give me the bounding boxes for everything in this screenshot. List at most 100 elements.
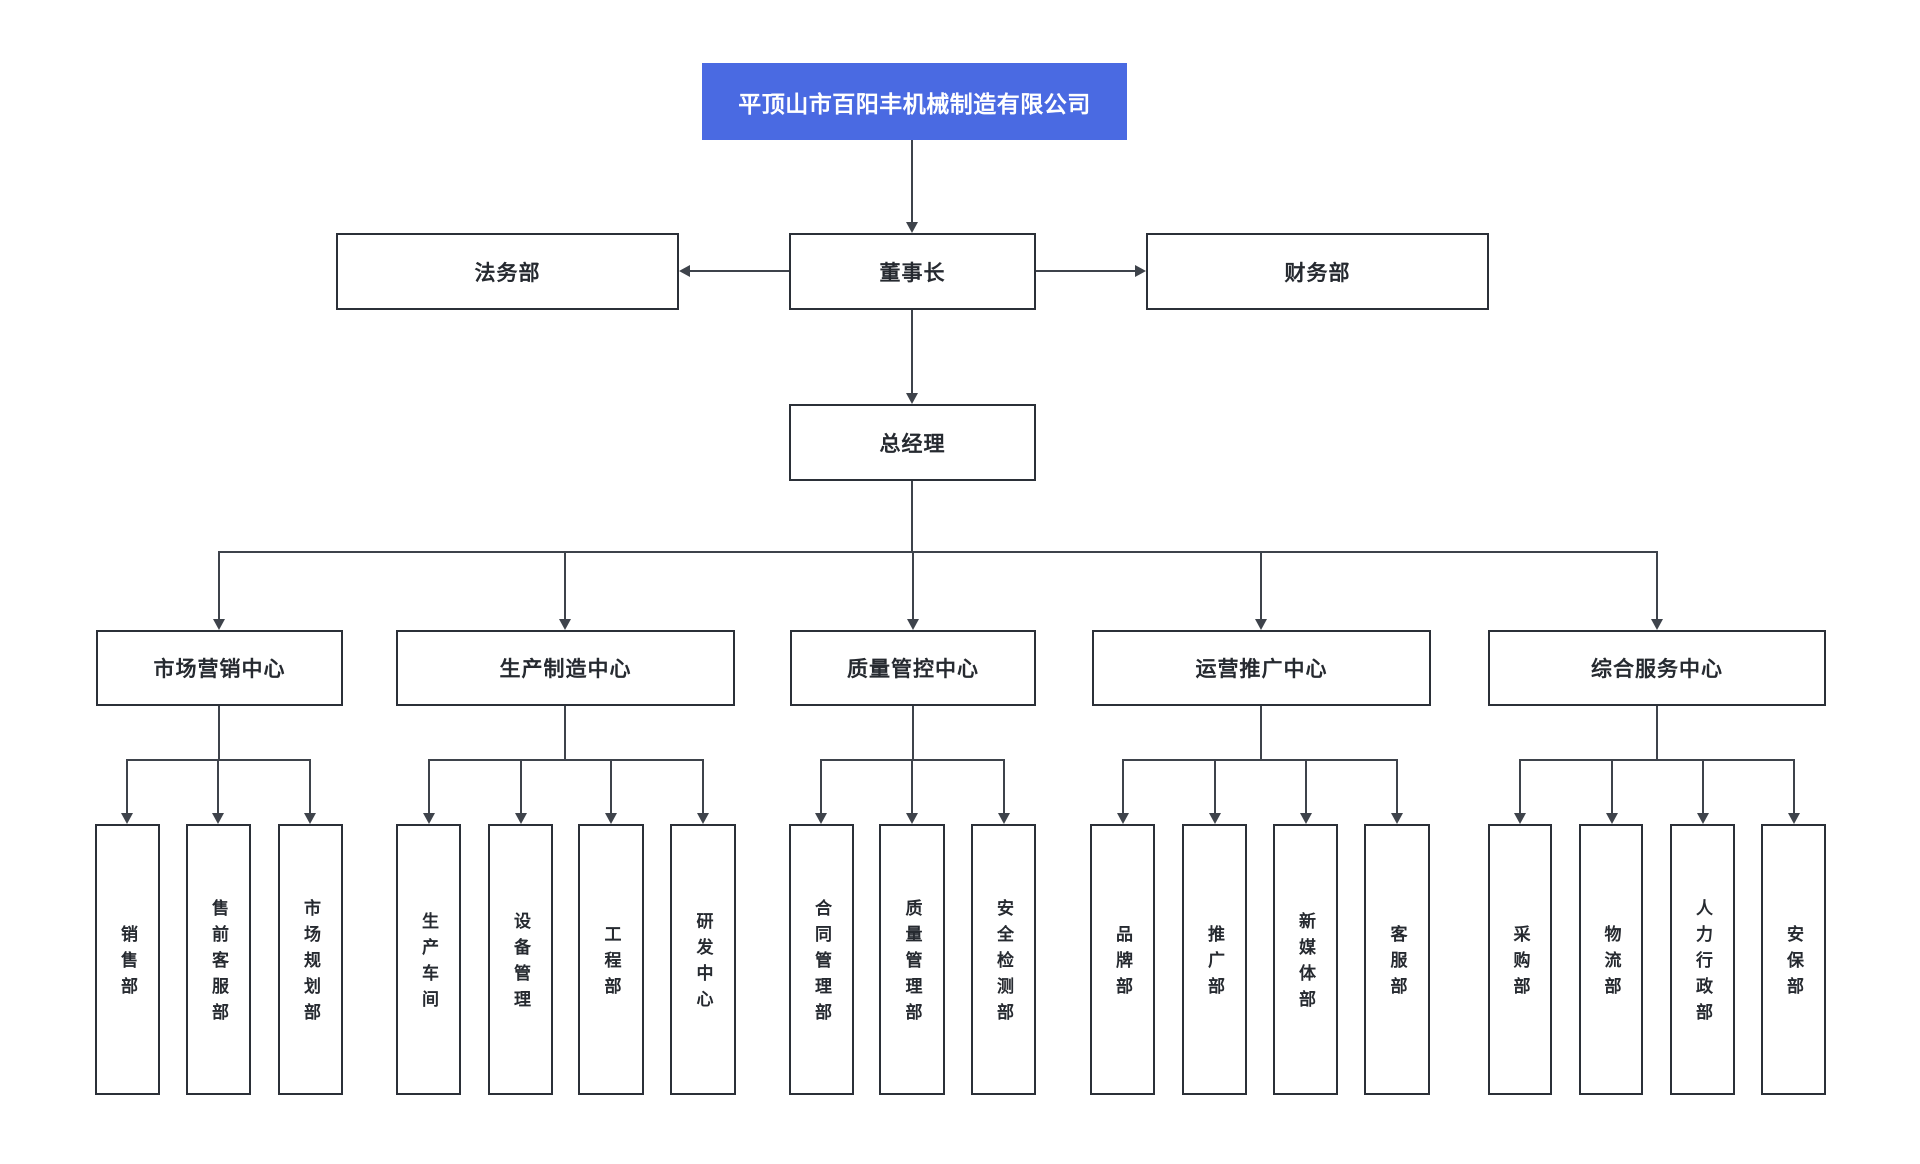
node-finance-dept-label: 财务部 — [1284, 261, 1351, 285]
connector-line — [911, 759, 913, 814]
node-dept-engineering-label: 工程部 — [601, 925, 621, 1003]
connector-line — [218, 551, 220, 619]
connector-line — [1122, 759, 1398, 761]
connector-line — [1396, 759, 1398, 814]
node-center-services-label: 综合服务中心 — [1591, 658, 1723, 681]
connector-line — [911, 481, 913, 552]
node-dept-logistics-label: 物流部 — [1601, 925, 1621, 1003]
connector-line — [564, 551, 566, 619]
connector-line — [1305, 759, 1307, 814]
node-dept-rd-center[interactable]: 研发中心 — [670, 824, 736, 1095]
node-dept-market-planning[interactable]: 市场规划部 — [278, 824, 343, 1095]
node-chairman-label: 董事长 — [879, 261, 946, 285]
connector-arrowhead-down — [559, 619, 571, 630]
connector-line — [126, 759, 311, 761]
node-dept-new-media[interactable]: 新媒体部 — [1273, 824, 1338, 1095]
node-dept-contract-management-label: 合同管理部 — [812, 899, 831, 1029]
node-dept-hr-admin[interactable]: 人力行政部 — [1670, 824, 1735, 1095]
node-dept-logistics[interactable]: 物流部 — [1579, 824, 1643, 1095]
node-dept-sales-label: 销售部 — [118, 925, 137, 1003]
node-dept-customer-service-label: 客服部 — [1387, 925, 1407, 1003]
connector-line — [217, 759, 219, 814]
connector-line — [1003, 759, 1005, 814]
node-dept-production-workshop-label: 生产车间 — [419, 912, 438, 1016]
connector-arrowhead-down — [1391, 813, 1403, 824]
connector-line — [1656, 706, 1658, 760]
connector-line — [1122, 759, 1124, 814]
connector-arrowhead-down — [906, 222, 918, 233]
connector-arrowhead-down — [1255, 619, 1267, 630]
connector-arrowhead-down — [423, 813, 435, 824]
connector-arrowhead-down — [1697, 813, 1709, 824]
connector-line — [1611, 759, 1613, 814]
node-center-production[interactable]: 生产制造中心 — [396, 630, 735, 706]
node-center-operations[interactable]: 运营推广中心 — [1092, 630, 1431, 706]
node-dept-presales-service-label: 售前客服部 — [209, 899, 228, 1029]
connector-line — [610, 759, 612, 814]
connector-arrowhead-down — [907, 619, 919, 630]
connector-arrowhead-down — [906, 393, 918, 404]
connector-line — [912, 551, 914, 619]
node-root-company-label: 平顶山市百阳丰机械制造有限公司 — [738, 90, 1091, 117]
node-center-services[interactable]: 综合服务中心 — [1488, 630, 1826, 706]
node-dept-procurement-label: 采购部 — [1510, 925, 1530, 1003]
connector-line — [218, 706, 220, 760]
node-dept-security[interactable]: 安保部 — [1761, 824, 1826, 1095]
node-legal-dept[interactable]: 法务部 — [336, 233, 679, 310]
node-dept-security-label: 安保部 — [1784, 925, 1803, 1003]
connector-line — [690, 270, 789, 272]
node-center-operations-label: 运营推广中心 — [1195, 658, 1328, 681]
connector-line — [702, 759, 704, 814]
node-dept-safety-inspection-label: 安全检测部 — [994, 899, 1013, 1029]
node-center-marketing-label: 市场营销中心 — [153, 658, 286, 681]
connector-arrowhead-right — [1135, 265, 1146, 277]
node-dept-market-planning-label: 市场规划部 — [301, 899, 320, 1029]
connector-line — [1793, 759, 1795, 814]
node-dept-customer-service[interactable]: 客服部 — [1364, 824, 1430, 1095]
node-dept-production-workshop[interactable]: 生产车间 — [396, 824, 461, 1095]
node-legal-dept-label: 法务部 — [474, 261, 541, 285]
node-dept-procurement[interactable]: 采购部 — [1488, 824, 1552, 1095]
connector-line — [309, 759, 311, 814]
node-root-company[interactable]: 平顶山市百阳丰机械制造有限公司 — [702, 63, 1127, 140]
node-center-marketing[interactable]: 市场营销中心 — [96, 630, 343, 706]
node-dept-equipment-management[interactable]: 设备管理 — [488, 824, 553, 1095]
connector-arrowhead-down — [213, 619, 225, 630]
connector-arrowhead-down — [1300, 813, 1312, 824]
connector-arrowhead-left — [679, 265, 690, 277]
connector-line — [1702, 759, 1704, 814]
node-center-quality[interactable]: 质量管控中心 — [790, 630, 1036, 706]
connector-line — [1260, 551, 1262, 619]
node-dept-engineering[interactable]: 工程部 — [578, 824, 644, 1095]
node-dept-rd-center-label: 研发中心 — [693, 912, 713, 1016]
connector-line — [126, 759, 128, 814]
connector-line — [1036, 270, 1135, 272]
connector-arrowhead-down — [697, 813, 709, 824]
connector-line — [520, 759, 522, 814]
node-general-manager[interactable]: 总经理 — [789, 404, 1036, 481]
node-chairman[interactable]: 董事长 — [789, 233, 1036, 310]
node-dept-promotion[interactable]: 推广部 — [1182, 824, 1247, 1095]
connector-line — [912, 706, 914, 760]
node-dept-equipment-management-label: 设备管理 — [511, 912, 530, 1016]
node-dept-quality-management[interactable]: 质量管理部 — [879, 824, 945, 1095]
connector-arrowhead-down — [1514, 813, 1526, 824]
node-dept-promotion-label: 推广部 — [1205, 925, 1224, 1003]
node-finance-dept[interactable]: 财务部 — [1146, 233, 1489, 310]
connector-arrowhead-down — [998, 813, 1010, 824]
node-dept-brand-label: 品牌部 — [1113, 925, 1132, 1003]
node-dept-brand[interactable]: 品牌部 — [1090, 824, 1155, 1095]
node-center-quality-label: 质量管控中心 — [847, 658, 979, 681]
connector-line — [564, 706, 566, 760]
connector-line — [428, 759, 430, 814]
node-dept-safety-inspection[interactable]: 安全检测部 — [971, 824, 1036, 1095]
node-dept-sales[interactable]: 销售部 — [95, 824, 160, 1095]
node-general-manager-label: 总经理 — [879, 432, 946, 456]
connector-arrowhead-down — [605, 813, 617, 824]
node-dept-contract-management[interactable]: 合同管理部 — [789, 824, 854, 1095]
connector-arrowhead-down — [515, 813, 527, 824]
connector-arrowhead-down — [1651, 619, 1663, 630]
connector-arrowhead-down — [815, 813, 827, 824]
node-dept-presales-service[interactable]: 售前客服部 — [186, 824, 251, 1095]
